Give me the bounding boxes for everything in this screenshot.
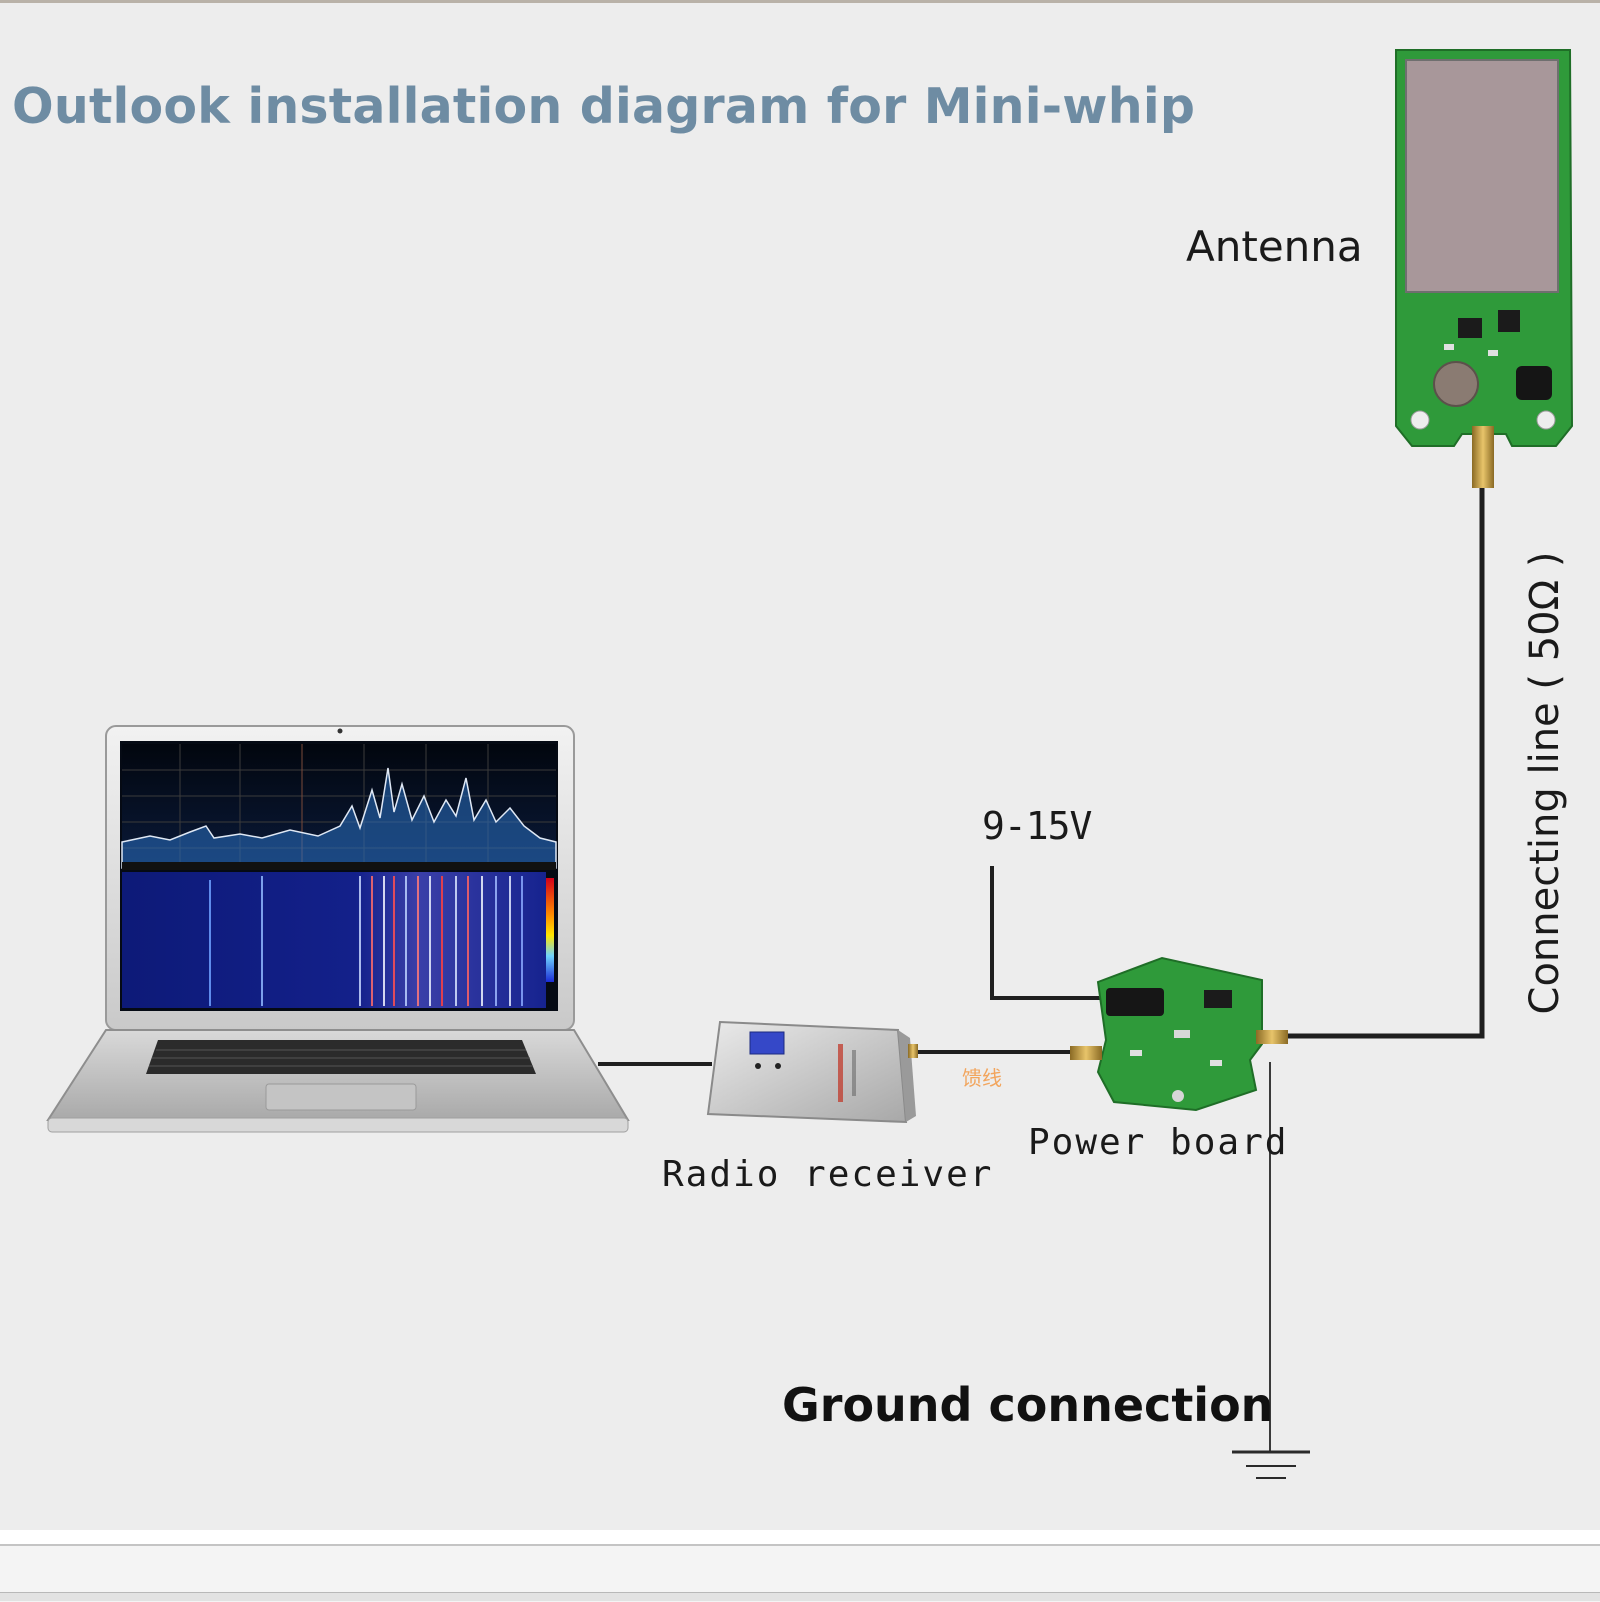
power-board-label: Power board bbox=[1028, 1122, 1289, 1163]
voltage-label: 9-15V bbox=[982, 804, 1092, 848]
wires bbox=[598, 488, 1485, 1452]
antenna-icon bbox=[1395, 49, 1574, 488]
power-supply-wire bbox=[990, 866, 1102, 1000]
bottom-edge bbox=[0, 1592, 1600, 1601]
feedline-label: 馈线 bbox=[962, 1066, 1002, 1090]
coax-connecting-line bbox=[1285, 488, 1485, 1039]
antenna-label: Antenna bbox=[1186, 222, 1363, 271]
connecting-line-label: Connecting line ( 50Ω ) bbox=[1522, 551, 1568, 1015]
radio-receiver-label: Radio receiver bbox=[662, 1154, 994, 1195]
ground-symbol-icon bbox=[1232, 1450, 1310, 1479]
radio-receiver-icon bbox=[706, 1020, 918, 1124]
power-board-icon bbox=[1070, 956, 1288, 1112]
ground-connection-label: Ground connection bbox=[782, 1378, 1274, 1432]
diagram-title: Outlook installation diagram for Mini-wh… bbox=[12, 78, 1196, 135]
laptop-icon bbox=[46, 725, 630, 1133]
